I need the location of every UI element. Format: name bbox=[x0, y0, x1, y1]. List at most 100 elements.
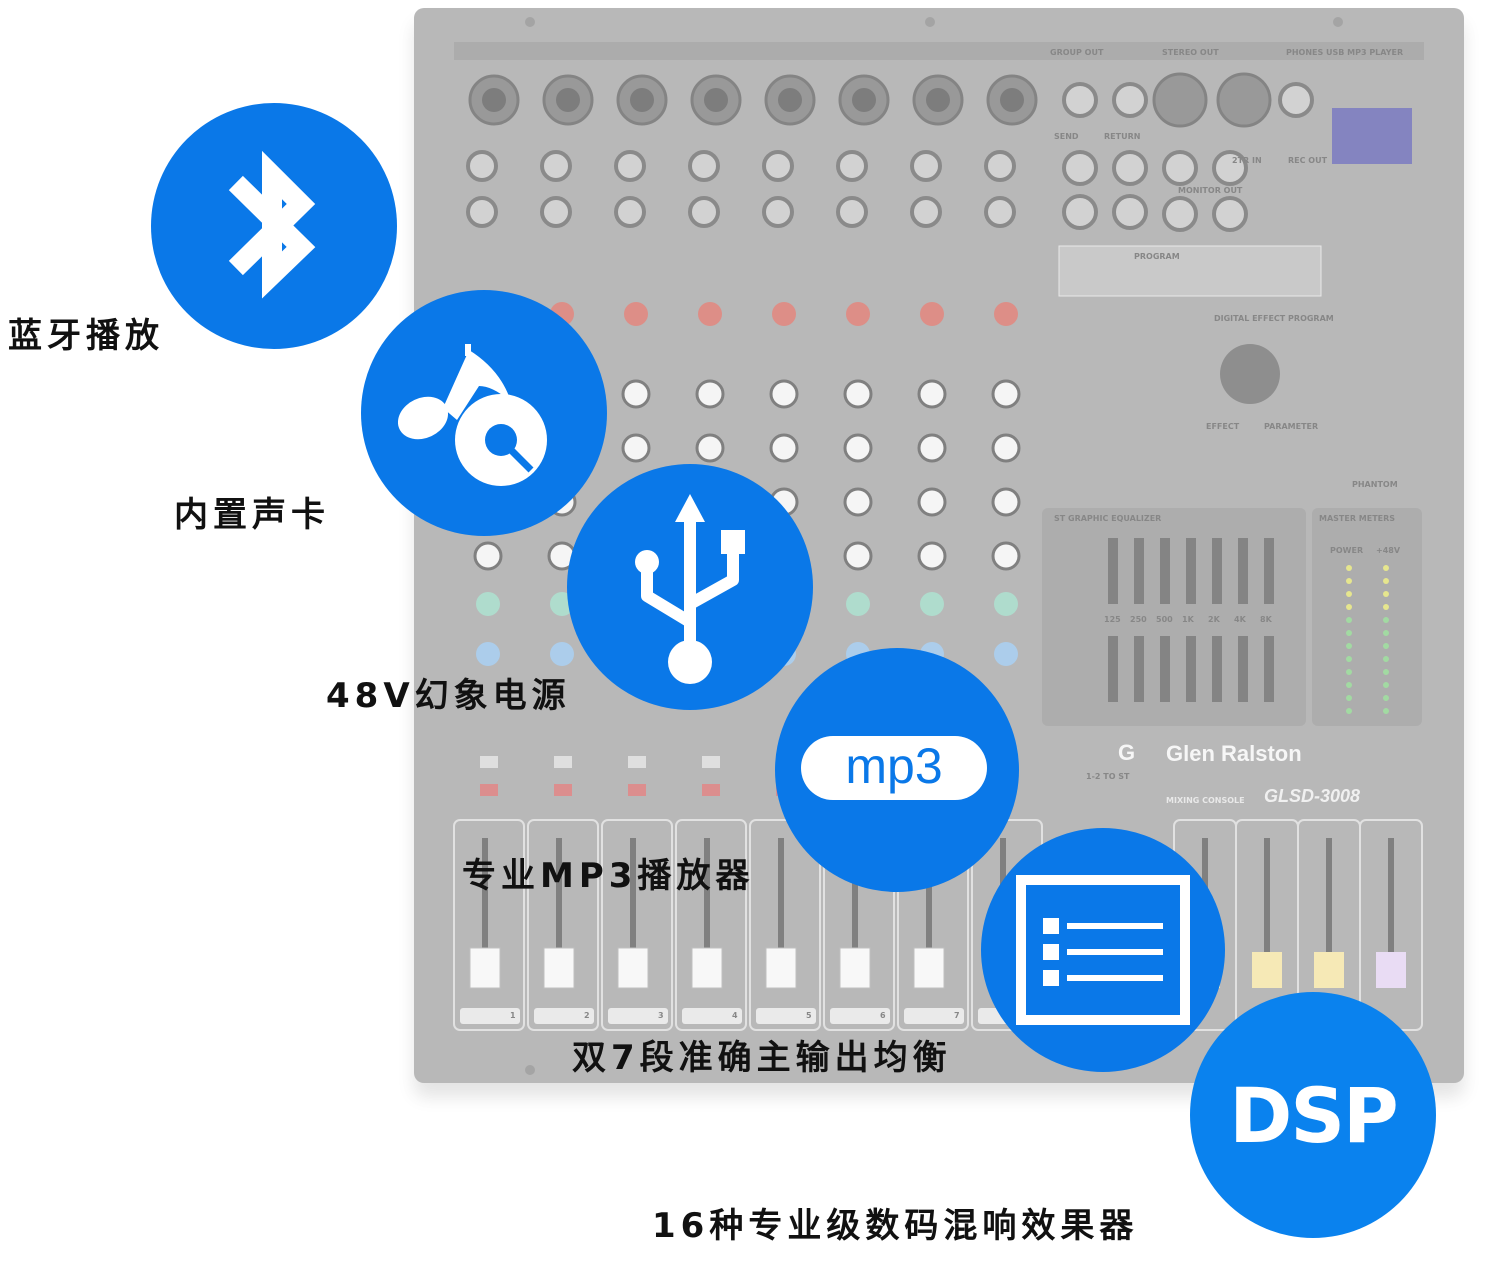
screw bbox=[525, 1065, 535, 1075]
fader-cap bbox=[913, 947, 945, 989]
line-jack bbox=[466, 150, 498, 182]
fader-slot bbox=[778, 838, 784, 988]
brand-name: Glen Ralston bbox=[1166, 741, 1302, 766]
meter-led-right bbox=[1383, 682, 1389, 688]
master-meters-panel bbox=[1312, 508, 1422, 726]
monitor-out-jack bbox=[1162, 196, 1198, 232]
meter-led-left bbox=[1346, 682, 1352, 688]
xlr-jack-center bbox=[778, 88, 802, 112]
master-fader-slot bbox=[1388, 838, 1394, 988]
music-disc-icon bbox=[397, 344, 547, 486]
eq-knob bbox=[769, 379, 799, 409]
phones-jack bbox=[1278, 82, 1314, 118]
fader-cap bbox=[617, 947, 649, 989]
mp3-badge-text: mp3 bbox=[845, 738, 943, 794]
fader-cap bbox=[543, 947, 575, 989]
eq-knob bbox=[991, 379, 1021, 409]
fader-frame bbox=[453, 819, 525, 1031]
fader-frame bbox=[527, 819, 599, 1031]
geq-slider-top bbox=[1186, 538, 1196, 604]
fader-slot bbox=[926, 838, 932, 988]
eq-knob bbox=[991, 487, 1021, 517]
eq-knob bbox=[843, 379, 873, 409]
eq-band-label: 125 bbox=[1104, 615, 1121, 624]
master-fader-cap bbox=[1376, 952, 1406, 988]
model-number: GLSD-3008 bbox=[1264, 786, 1361, 806]
meter-led-left bbox=[1346, 617, 1352, 623]
feature-label-mp3: 专业MP3播放器 bbox=[462, 856, 755, 896]
xlr-jack-center bbox=[852, 88, 876, 112]
meter-led-left bbox=[1346, 643, 1352, 649]
eq-circle bbox=[981, 828, 1225, 1072]
monitor-out-jack bbox=[1212, 196, 1248, 232]
send-return-jack bbox=[1112, 150, 1148, 186]
program-box bbox=[1058, 245, 1322, 297]
mixer-section-label: GROUP OUT bbox=[1050, 48, 1104, 57]
channel-number-plate bbox=[830, 1008, 890, 1024]
insert-jack bbox=[762, 196, 794, 228]
channel-number-plate bbox=[534, 1008, 594, 1024]
geq-slider-bottom bbox=[1186, 636, 1196, 702]
insert-jack bbox=[540, 196, 572, 228]
eq-knob bbox=[769, 433, 799, 463]
aux1-knob bbox=[994, 592, 1018, 616]
fader-slot bbox=[704, 838, 710, 988]
eq-band-label: 2K bbox=[1208, 615, 1220, 624]
screw bbox=[1333, 17, 1343, 27]
fader-slot bbox=[630, 838, 636, 988]
fader-frame bbox=[675, 819, 747, 1031]
meter-led-left bbox=[1346, 669, 1352, 675]
eq-knob bbox=[917, 487, 947, 517]
eq-knob bbox=[473, 541, 503, 571]
geq-slider-bottom bbox=[1212, 636, 1222, 702]
send-return-jack bbox=[1112, 194, 1148, 230]
st-button bbox=[480, 756, 498, 768]
channel-number: 1 bbox=[510, 1011, 516, 1020]
line-jack bbox=[540, 150, 572, 182]
mixer-section-label: +48V bbox=[1376, 546, 1401, 555]
geq-slider-bottom bbox=[1108, 636, 1118, 702]
eq-knob bbox=[917, 433, 947, 463]
line-jack bbox=[688, 150, 720, 182]
fader-slot bbox=[482, 838, 488, 988]
aux2-knob bbox=[994, 642, 1018, 666]
master-fader-cap bbox=[1314, 952, 1344, 988]
eq-knob bbox=[843, 541, 873, 571]
equalizer-list-icon bbox=[1016, 875, 1190, 1025]
bluetooth-icon bbox=[228, 150, 316, 299]
mixer-section-label: DIGITAL EFFECT PROGRAM bbox=[1214, 314, 1334, 323]
channel-number-plate bbox=[756, 1008, 816, 1024]
model-prefix: MIXING CONSOLE bbox=[1166, 796, 1245, 805]
xlr-jack-center bbox=[926, 88, 950, 112]
mp3-display bbox=[1332, 108, 1412, 164]
master-fader-slot bbox=[1326, 838, 1332, 988]
group-button bbox=[702, 784, 720, 796]
usb-circle bbox=[567, 464, 813, 710]
group-button bbox=[480, 784, 498, 796]
meter-led-left bbox=[1346, 695, 1352, 701]
master-fader-slot bbox=[1264, 838, 1270, 988]
fader-cap bbox=[765, 947, 797, 989]
eq-band-label: 250 bbox=[1130, 615, 1147, 624]
feature-label-dsp: 16种专业级数码混响效果器 bbox=[652, 1206, 1139, 1246]
meter-led-right bbox=[1383, 656, 1389, 662]
channel-number: 7 bbox=[954, 1011, 960, 1020]
fader-cap bbox=[691, 947, 723, 989]
line-jack bbox=[910, 150, 942, 182]
soundcard-circle bbox=[361, 290, 607, 536]
aux1-knob bbox=[476, 592, 500, 616]
eq-knob bbox=[843, 433, 873, 463]
meter-led-right bbox=[1383, 565, 1389, 571]
meter-led-right bbox=[1383, 604, 1389, 610]
screw bbox=[925, 17, 935, 27]
eq-band-label: 8K bbox=[1260, 615, 1272, 624]
header-strip bbox=[454, 42, 1424, 60]
group-button bbox=[554, 784, 572, 796]
geq-slider-top bbox=[1108, 538, 1118, 604]
channel-number: 3 bbox=[658, 1011, 664, 1020]
channel-number: 4 bbox=[732, 1011, 738, 1020]
eq-knob bbox=[843, 487, 873, 517]
usb-icon bbox=[635, 494, 745, 684]
group-button bbox=[628, 784, 646, 796]
